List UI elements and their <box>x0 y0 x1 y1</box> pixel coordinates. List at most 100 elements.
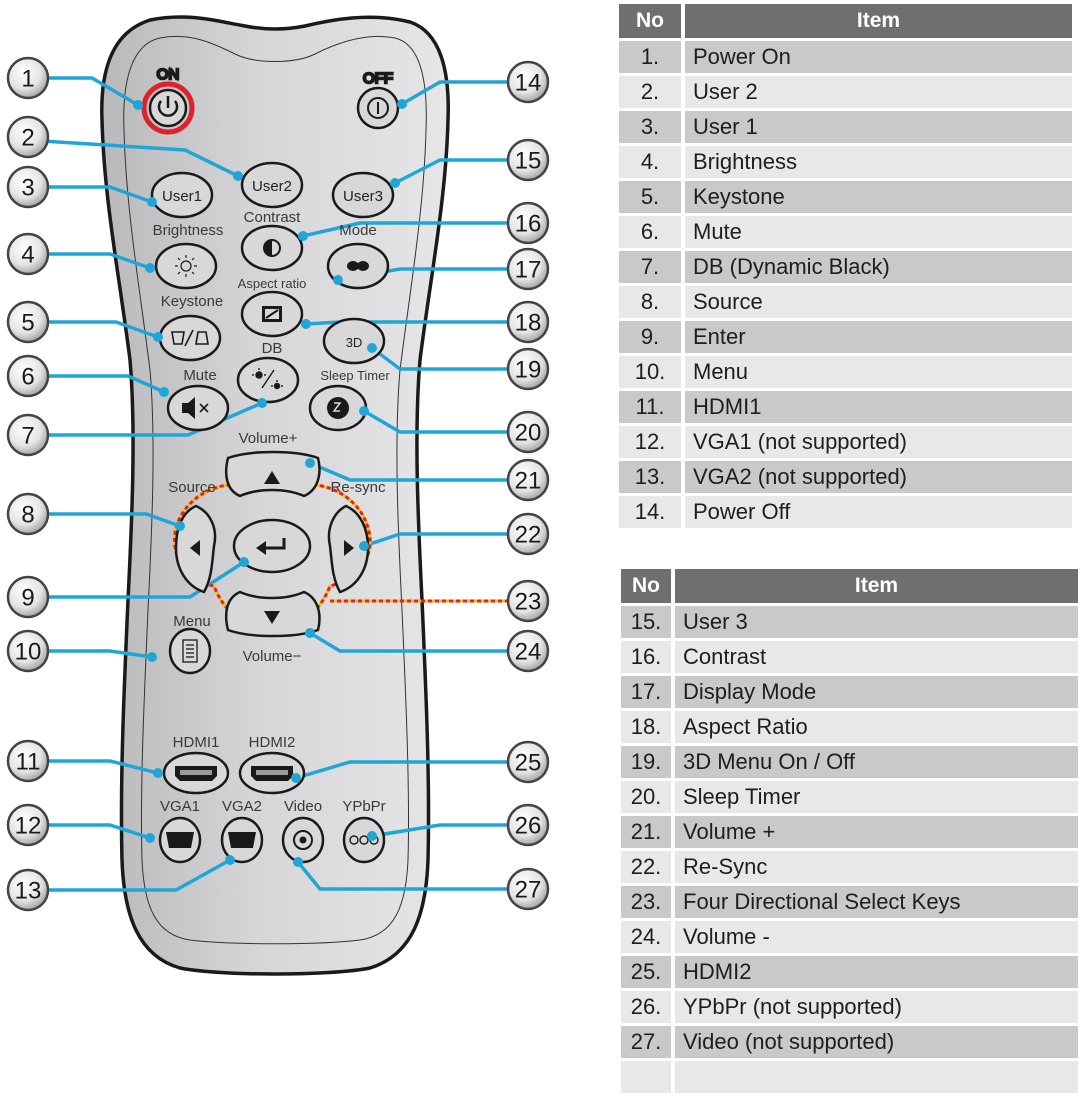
table-row: 24.Volume - <box>621 921 1078 953</box>
svg-text:22: 22 <box>515 522 542 549</box>
header-no: No <box>619 4 685 38</box>
callout-23: 23 <box>506 579 550 623</box>
leader-line-11 <box>42 759 159 775</box>
svg-text:9: 9 <box>21 585 34 612</box>
leader-line-4 <box>42 252 151 270</box>
svg-text:10: 10 <box>15 639 42 666</box>
aspect-ratio-button[interactable] <box>240 290 304 338</box>
user3-button[interactable]: User3 <box>331 171 395 219</box>
mode-label: Mode <box>339 222 377 239</box>
table-header-row: No Item <box>621 569 1078 603</box>
callout-7: 7 <box>6 413 50 457</box>
db-button[interactable] <box>236 356 300 404</box>
svg-text:13: 13 <box>15 878 42 905</box>
header-item: Item <box>685 4 1072 38</box>
mode-button[interactable] <box>326 242 390 290</box>
vga1-label: VGA1 <box>160 798 200 815</box>
mode-icon <box>347 261 369 271</box>
leader-line-22 <box>363 532 508 548</box>
callouts: 1 2 3 4 5 6 7 8 9 10 11 12 13 14 15 16 1… <box>6 56 550 912</box>
svg-text:21: 21 <box>515 468 542 495</box>
video-label: Video <box>284 798 322 815</box>
svg-text:14: 14 <box>515 70 542 97</box>
on-label: ON <box>157 66 180 83</box>
enter-icon <box>256 538 286 555</box>
callout-19: 19 <box>506 347 550 391</box>
table-row: 26.YPbPr (not supported) <box>621 991 1078 1023</box>
leader-line-20 <box>363 409 508 434</box>
callout-8: 8 <box>6 492 50 536</box>
keystone-button[interactable] <box>158 314 222 362</box>
dynamic-black-icon <box>252 368 283 390</box>
callout-16: 16 <box>506 201 550 245</box>
leader-line-7 <box>42 401 263 437</box>
table-row: 12.VGA1 (not supported) <box>619 426 1072 458</box>
leader-line-27 <box>296 860 508 891</box>
vga2-button[interactable] <box>220 816 264 864</box>
keystone-label: Keystone <box>161 293 224 310</box>
power-off-button[interactable] <box>356 86 400 130</box>
callout-12: 12 <box>6 803 50 847</box>
table-row: 5.Keystone <box>619 181 1072 213</box>
callout-2: 2 <box>6 115 50 159</box>
table-row: 16.Contrast <box>621 641 1078 673</box>
svg-text:17: 17 <box>515 257 542 284</box>
header-item: Item <box>675 569 1078 603</box>
user1-button[interactable]: User1 <box>150 171 214 219</box>
source-label: Source <box>168 479 216 496</box>
vga1-button[interactable] <box>158 816 202 864</box>
hdmi1-button[interactable] <box>162 751 230 795</box>
video-button[interactable] <box>281 816 325 864</box>
svg-text:1: 1 <box>21 66 34 93</box>
callout-5: 5 <box>6 300 50 344</box>
hdmi2-label: HDMI2 <box>249 734 296 751</box>
volume-minus-label: Volume− <box>243 648 302 665</box>
svg-text:2: 2 <box>21 125 34 152</box>
svg-text:7: 7 <box>21 423 34 450</box>
callout-11: 11 <box>6 739 50 783</box>
leader-line-19 <box>370 346 508 371</box>
table-row: 9.Enter <box>619 321 1072 353</box>
brightness-button[interactable] <box>154 242 218 290</box>
leader-line-6 <box>42 374 165 394</box>
menu-icon <box>182 639 198 663</box>
ypbpr-button[interactable] <box>342 816 386 864</box>
svg-text:11: 11 <box>16 749 41 776</box>
leader-line-16 <box>302 221 508 238</box>
3d-button[interactable]: 3D <box>322 317 386 365</box>
aspect-ratio-icon <box>262 306 282 322</box>
svg-text:12: 12 <box>15 813 42 840</box>
legend-table-1: No Item 1.Power On 2.User 2 3.User 1 4.B… <box>619 1 1072 531</box>
enter-button[interactable] <box>232 518 312 574</box>
left-button[interactable] <box>174 504 217 594</box>
contrast-button[interactable] <box>240 224 304 272</box>
user2-button[interactable]: User2 <box>240 161 304 209</box>
up-button[interactable] <box>224 450 321 498</box>
table-row: 17.Display Mode <box>621 676 1078 708</box>
callout-26: 26 <box>506 803 550 847</box>
leader-line-13 <box>42 858 231 892</box>
down-button[interactable] <box>224 590 321 638</box>
leader-line-25 <box>295 760 508 780</box>
table-row: 3.User 1 <box>619 111 1072 143</box>
hdmi2-button[interactable] <box>238 751 306 795</box>
table-row: 18.Aspect Ratio <box>621 711 1078 743</box>
leader-line-21 <box>309 461 508 482</box>
leader-line-8 <box>42 512 181 528</box>
hdmi-port-icon <box>251 766 293 781</box>
sleep-timer-icon <box>327 397 349 419</box>
sleep-timer-button[interactable] <box>308 384 368 432</box>
table-row: 11.HDMI1 <box>619 391 1072 423</box>
power-on-button[interactable] <box>141 81 195 135</box>
leader-line-24 <box>309 631 508 653</box>
menu-button[interactable] <box>168 627 212 675</box>
arrow-right-icon <box>344 540 354 556</box>
leader-line-5 <box>42 320 159 339</box>
table-row: 8.Source <box>619 286 1072 318</box>
mute-button[interactable] <box>166 384 230 432</box>
svg-text:25: 25 <box>515 750 542 777</box>
callout-4: 4 <box>6 232 50 276</box>
arrow-left-icon <box>190 540 200 556</box>
right-button[interactable] <box>327 504 370 594</box>
volume-plus-label: Volume+ <box>239 430 298 447</box>
